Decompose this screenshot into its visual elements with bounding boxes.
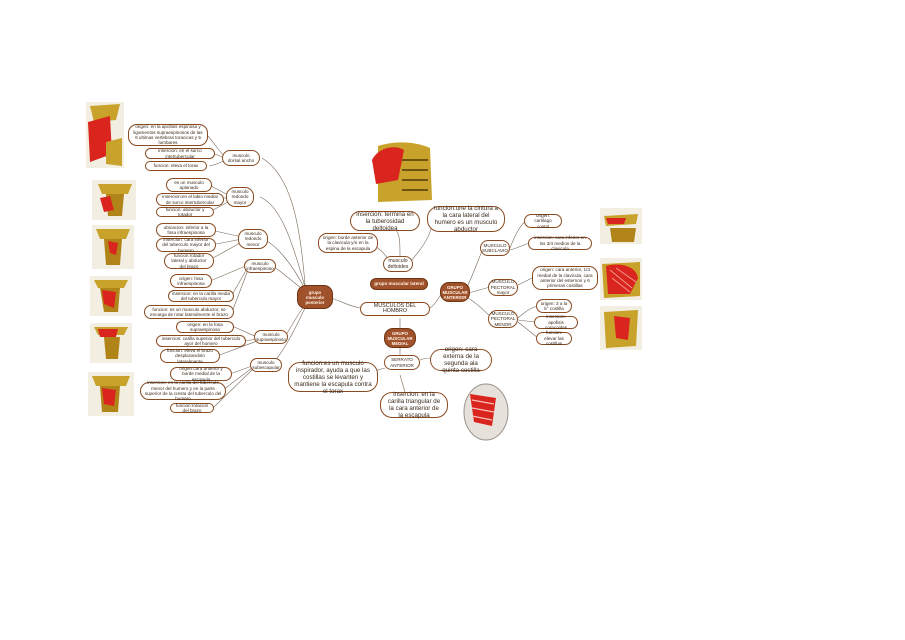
deltoides-label: musculo deltoides bbox=[383, 256, 413, 272]
shoulder-teres-minor-illustration bbox=[92, 225, 134, 269]
serrato-origen: origen: cara externa de la segunda ala q… bbox=[430, 346, 492, 374]
hub-lateral: grupo muscular lateral bbox=[370, 278, 428, 290]
subclavio-origen: origen: cartilago costal bbox=[524, 213, 562, 229]
redondo-menor-label: musculo redondo menor bbox=[238, 229, 268, 249]
infraespinoso-label: musculo infraespinoso bbox=[244, 259, 276, 273]
dorsal-ancho-funcion: funcion: eleva el torax bbox=[145, 161, 207, 171]
subescapular-origen: origen:cara anterior y borde medial de l… bbox=[170, 366, 232, 382]
shoulder-subscapularis-illustration bbox=[88, 372, 134, 416]
center-node: MUSCULOS DEL HOMBRO bbox=[360, 302, 430, 316]
subclavio-label: MUSCULO SUBCLAVIO bbox=[480, 240, 510, 256]
hub-medial: GRUPO MUSCULAR MEDIAL bbox=[384, 328, 416, 348]
redondo-mayor-funcion: funcion: abductor y rotador bbox=[156, 207, 214, 217]
redondo-menor-origen: ubicacion: inferior a la fosa infraespin… bbox=[156, 223, 216, 237]
dorsal-ancho-label: musculo dorsal ancho bbox=[222, 150, 260, 166]
shoulder-trapezius-illustration bbox=[86, 102, 124, 168]
dorsal-ancho-insercion: insercion: en el surco intertubercular bbox=[145, 148, 215, 159]
supraespinoso-origen: origen: en la fosa supraespinosa bbox=[176, 321, 234, 333]
infraespinoso-insercion: insercion: en la carilla media del tuber… bbox=[168, 290, 234, 302]
deltoides-funcion: funcion:une la cintura a la cara lateral… bbox=[427, 205, 505, 233]
hub-anterior: GRUPO MUSCULAR ANTERIOR bbox=[440, 282, 470, 302]
pectoral-menor-label: MUSCULO PECTORAL MENOR bbox=[488, 310, 518, 328]
pectoral-menor-insercion: insercion: apofisis coracoides bbox=[534, 314, 578, 330]
shoulder-infraspinatus-illustration bbox=[90, 276, 132, 316]
infraespinoso-funcion: funcion: es un musculo abductor, se enca… bbox=[144, 305, 234, 319]
dorsal-ancho-origen: origen: en la apofisis espinosa y ligame… bbox=[128, 124, 208, 146]
redondo-menor-insercion: insercion: cara inferior del tuberculo m… bbox=[156, 237, 216, 253]
pectoral-menor-origen: origen: 3 a la 5° costilla bbox=[536, 299, 572, 313]
subescapular-funcion: funcion:rotacion del brazo bbox=[170, 403, 214, 413]
redondo-mayor-label: musculo redondo mayor bbox=[226, 187, 254, 207]
deltoides-origen: origen: borde anterior de la clavicula y… bbox=[318, 233, 378, 253]
serrato-funcion: funcion:es un musculo inspirador, ayuda … bbox=[288, 360, 378, 395]
serrato-label: SERRATO ANTERIOR bbox=[384, 355, 420, 370]
pectoral-mayor-label: MUSCULO PECTORAL mayor bbox=[488, 279, 518, 296]
supraespinoso-label: musculo supraespinoso bbox=[254, 330, 288, 344]
subescapular-insercion: insercion: en la carilla del tuberculo m… bbox=[140, 380, 226, 401]
subescapular-label: musculo subescapular bbox=[250, 358, 282, 372]
redondo-menor-funcion: funcion:rotador lateral y abductor del b… bbox=[164, 253, 214, 269]
shoulder-teres-major-illustration bbox=[92, 180, 136, 220]
supraespinoso-funcion: funcion: eleva el brazo desplazandolo la… bbox=[160, 348, 220, 364]
pectoral-menor-funcion: funcion: elevar las costillas bbox=[536, 330, 572, 346]
subclavius-illustration bbox=[600, 208, 642, 244]
serrato-insercion: insercion: en la carilla triangular de l… bbox=[380, 391, 448, 419]
hub-posterior: grupo musculo posterior bbox=[297, 285, 333, 309]
shoulder-supraspinatus-illustration bbox=[90, 323, 132, 363]
subclavio-insercion: insercion: cara inferior en los 3/4 medi… bbox=[528, 235, 592, 251]
serratus-anterior-illustration bbox=[456, 378, 518, 444]
redondo-mayor-insercion: insercion:en el labio medial de surco in… bbox=[156, 193, 224, 206]
pectoralis-minor-illustration bbox=[600, 306, 642, 350]
redondo-mayor-origen: es un musculo aplanado bbox=[166, 178, 212, 192]
deltoides-insercion: insercion: termina en la tuberosidad del… bbox=[350, 211, 420, 232]
supraespinoso-insercion: insercion: carilla superior del tubercul… bbox=[156, 335, 246, 347]
pectoral-mayor-origen: origen: cara anterior, 1/3 medial de la … bbox=[532, 266, 598, 290]
deltoid-illustration bbox=[368, 140, 436, 206]
infraespinoso-origen: origen: fosa infraespinosa bbox=[170, 274, 212, 288]
pectoralis-major-illustration bbox=[600, 258, 642, 300]
